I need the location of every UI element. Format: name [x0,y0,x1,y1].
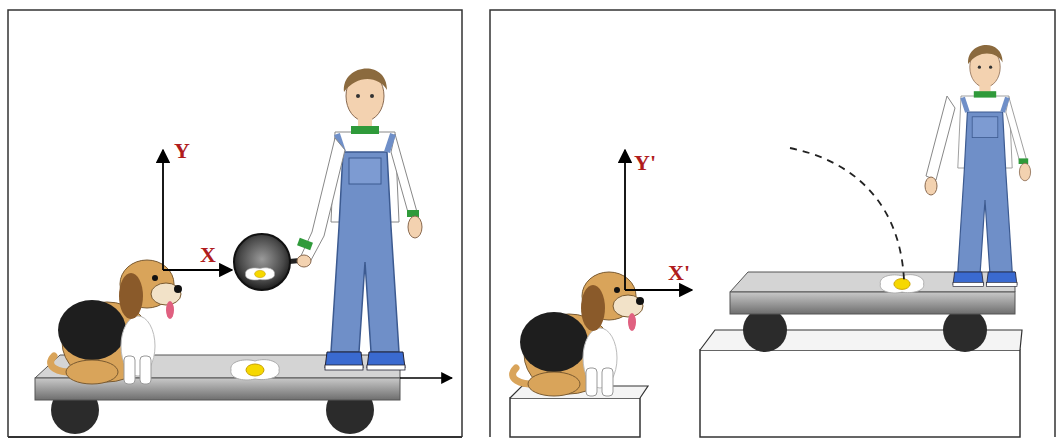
axis-label: Y' [634,152,656,174]
axis-label: X [200,244,216,266]
axis-label: Y [174,140,190,162]
axis-label: X' [668,262,690,284]
